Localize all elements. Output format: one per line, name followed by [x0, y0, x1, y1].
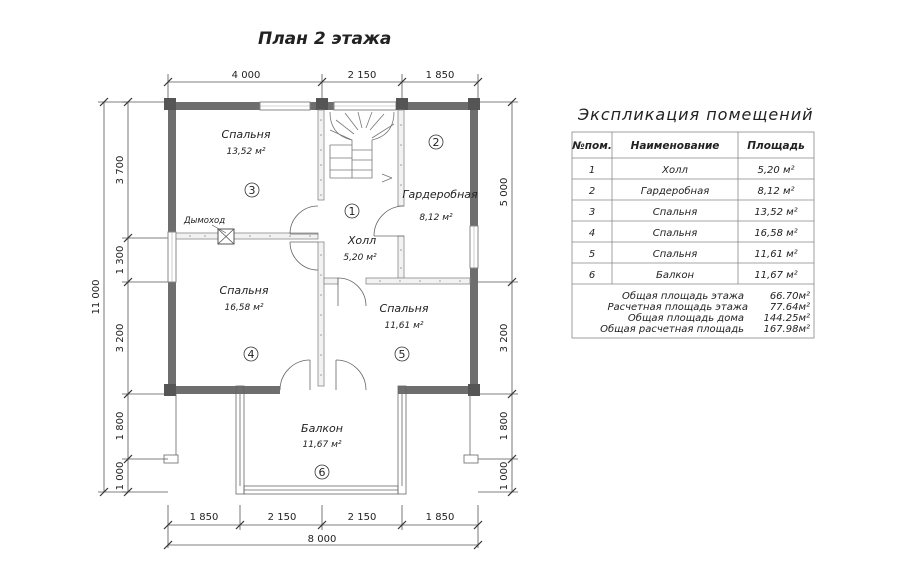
dim-left-total: 11 000	[91, 280, 102, 315]
room-5-area: 11,61 м²	[384, 321, 423, 331]
room-4-number: 4	[248, 348, 255, 361]
dim-left-3: 3 200	[115, 324, 126, 353]
table-row-6-area: 11,67 м²	[754, 270, 797, 281]
summary-3-value: 144.25м²	[763, 313, 810, 324]
summary-2-value: 77.64м²	[770, 302, 810, 313]
table-row-3-area: 13,52 м²	[754, 207, 797, 218]
summary-4-label: Общая расчетная площадь	[600, 323, 744, 335]
room-1-area: 5,20 м²	[343, 253, 377, 263]
table-row-2-num: 2	[589, 186, 595, 197]
partition-walls	[175, 109, 471, 387]
table-row-1-name: Холл	[661, 165, 688, 176]
explication-header-name: Наименование	[631, 140, 720, 152]
window-lines	[171, 105, 475, 282]
dimension-ticks	[99, 77, 517, 550]
explication-title: Экспликация помещений	[577, 105, 814, 124]
explication-header-area: Площадь	[747, 140, 805, 152]
dim-bottom-3: 2 150	[348, 512, 377, 523]
dim-right-3: 1 800	[499, 412, 510, 441]
dim-right-1: 5 000	[499, 178, 510, 207]
room-6-name: Балкон	[301, 422, 343, 435]
explication-rows: 1 Холл 5,20 м² 2 Гардеробная 8,12 м² 3 С…	[589, 165, 798, 281]
table-row-1-num: 1	[589, 165, 595, 176]
doors	[279, 205, 405, 391]
room-4-name: Спальня	[220, 284, 269, 297]
dim-top-3: 1 850	[426, 70, 455, 81]
table-row-4-num: 4	[589, 228, 595, 239]
summary-1-value: 66.70м²	[770, 291, 810, 302]
staircase	[329, 111, 395, 183]
dim-bottom-2: 2 150	[268, 512, 297, 523]
room-1-name: Холл	[347, 234, 376, 247]
room-number-circles	[243, 134, 444, 480]
room-2-area: 8,12 м²	[419, 213, 453, 223]
dim-left-5: 1 000	[115, 462, 126, 491]
table-row-1-area: 5,20 м²	[758, 165, 795, 176]
summary-4-value: 167.98м²	[763, 324, 810, 335]
dim-bottom-4: 1 850	[426, 512, 455, 523]
table-row-6-num: 6	[589, 270, 595, 281]
room-3-number: 3	[249, 184, 256, 197]
chimney-label: Дымоход	[183, 216, 225, 226]
balcony-railing	[163, 385, 479, 495]
summary-3-label: Общая площадь дома	[628, 312, 744, 324]
table-row-6-name: Балкон	[656, 270, 695, 281]
dim-top-2: 2 150	[348, 70, 377, 81]
explication-header-num: №пом.	[571, 140, 612, 152]
table-row-3-num: 3	[589, 207, 595, 218]
room-3-area: 13,52 м²	[226, 147, 265, 157]
room-3-name: Спальня	[222, 128, 271, 141]
room-1-number: 1	[349, 205, 356, 218]
room-4-area: 16,58 м²	[224, 303, 263, 313]
dim-right-4: 1 000	[499, 462, 510, 491]
room-6-number: 6	[319, 466, 326, 479]
summary-1-label: Общая площадь этажа	[622, 290, 744, 302]
table-row-2-area: 8,12 м²	[758, 186, 795, 197]
dim-top-1: 4 000	[232, 70, 261, 81]
plan-title: План 2 этажа	[258, 29, 391, 49]
wall-corners	[164, 98, 480, 396]
summary-2-label: Расчетная площадь этажа	[607, 302, 748, 313]
room-2-number: 2	[433, 136, 440, 149]
table-row-2-name: Гардеробная	[641, 185, 709, 197]
dim-left-1: 3 700	[115, 156, 126, 185]
table-row-5-num: 5	[589, 249, 595, 260]
partition-dots	[189, 119, 461, 376]
dim-left-2: 1 300	[115, 246, 126, 275]
chimney-leader	[211, 224, 227, 234]
table-row-5-area: 11,61 м²	[754, 249, 797, 260]
explication-table-grid	[571, 131, 815, 339]
room-5-name: Спальня	[380, 302, 429, 315]
table-row-4-name: Спальня	[653, 228, 698, 239]
room-6-area: 11,67 м²	[302, 440, 341, 450]
room-5-number: 5	[399, 348, 406, 361]
table-row-4-area: 16,58 м²	[754, 228, 797, 239]
chimney	[217, 228, 235, 245]
dimension-lines	[98, 74, 518, 548]
dim-right-2: 3 200	[499, 324, 510, 353]
table-row-5-name: Спальня	[653, 249, 698, 260]
table-row-3-name: Спальня	[653, 207, 698, 218]
dim-bottom-1: 1 850	[190, 512, 219, 523]
room-2-name: Гардеробная	[402, 188, 478, 201]
dim-left-4: 1 800	[115, 412, 126, 441]
dim-bottom-total: 8 000	[308, 534, 337, 545]
